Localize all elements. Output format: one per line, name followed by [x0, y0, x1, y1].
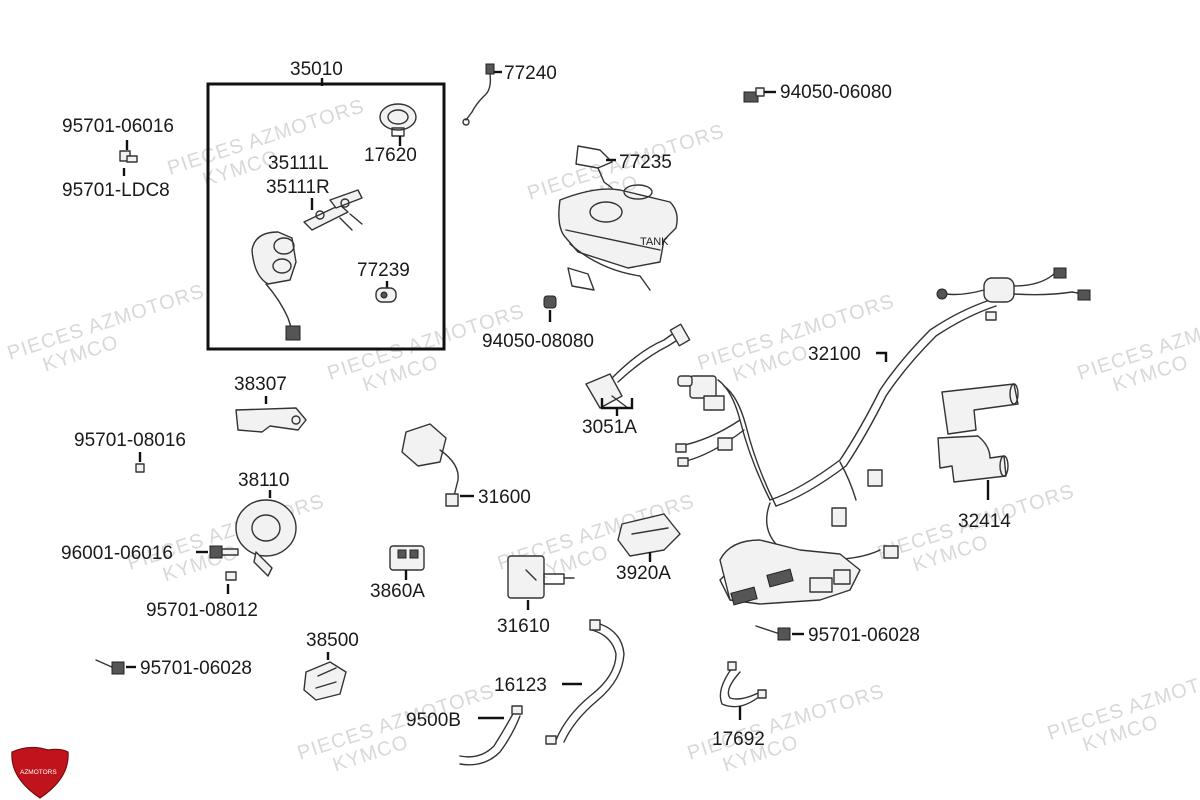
part-94050-06080-bolt[interactable] — [743, 87, 765, 103]
part-label-95701-08016[interactable]: 95701-08016 — [74, 430, 186, 451]
part-95701-06028-bolt-left[interactable] — [95, 659, 125, 675]
part-32100-wire-harness[interactable] — [675, 267, 1091, 606]
part-label-3920A[interactable]: 3920A — [616, 563, 671, 584]
part-3051A-coil[interactable] — [585, 323, 691, 409]
part-fuel-tank[interactable] — [558, 145, 678, 291]
part-35111-keys[interactable] — [303, 189, 363, 231]
part-label-95701-LDC8[interactable]: 95701-LDC8 — [62, 180, 170, 201]
part-31600-regulator[interactable] — [401, 423, 459, 507]
part-17620-cover[interactable] — [379, 103, 417, 137]
part-label-38500[interactable]: 38500 — [306, 630, 359, 651]
part-32414-rubber-boot[interactable] — [937, 383, 1019, 483]
part-label-35111R[interactable]: 35111R — [266, 177, 330, 198]
part-3920A-cdi[interactable] — [617, 513, 681, 557]
logo-text: AZMOTORS — [20, 769, 57, 776]
part-16123-hose[interactable] — [545, 619, 625, 745]
part-label-16123[interactable]: 16123 — [494, 675, 547, 696]
part-31610-box[interactable] — [507, 555, 575, 599]
part-label-38307[interactable]: 38307 — [234, 374, 287, 395]
part-label-31610[interactable]: 31610 — [497, 616, 550, 637]
part-95701-08016-bolt[interactable] — [135, 463, 145, 473]
part-label-3051A[interactable]: 3051A — [582, 417, 637, 438]
part-label-32414[interactable]: 32414 — [958, 511, 1011, 532]
part-label-35010[interactable]: 35010 — [290, 59, 343, 80]
part-label-32100[interactable]: 32100 — [808, 344, 861, 365]
part-bolt-nut-small[interactable] — [119, 150, 138, 163]
part-38500-box[interactable] — [303, 661, 347, 701]
part-label-94050-08080[interactable]: 94050-08080 — [482, 331, 594, 352]
part-label-95701-06028-right[interactable]: 95701-06028 — [808, 625, 920, 646]
part-38307-bracket[interactable] — [235, 407, 307, 433]
part-77240-cable[interactable] — [462, 63, 495, 126]
part-ignition-switch[interactable] — [251, 231, 301, 341]
part-label-3860A[interactable]: 3860A — [370, 581, 425, 602]
part-label-77235[interactable]: 77235 — [619, 152, 672, 173]
part-label-96001-06016[interactable]: 96001-06016 — [61, 543, 173, 564]
part-96001-06016-bolt[interactable] — [209, 545, 239, 559]
part-label-95701-06028-left[interactable]: 95701-06028 — [140, 658, 252, 679]
part-label-9500B[interactable]: 9500B — [406, 710, 461, 731]
part-9500B-hose[interactable] — [459, 705, 523, 766]
part-label-77239[interactable]: 77239 — [357, 260, 410, 281]
part-38110-horn[interactable] — [235, 499, 297, 577]
part-label-31600[interactable]: 31600 — [478, 487, 531, 508]
part-label-95701-06016-top[interactable]: 95701-06016 — [62, 116, 174, 137]
part-label-38110[interactable]: 38110 — [238, 470, 289, 491]
part-17692-hose[interactable] — [719, 661, 767, 708]
part-label-77240[interactable]: 77240 — [504, 63, 557, 84]
leader-line — [876, 351, 888, 362]
part-label-17692[interactable]: 17692 — [712, 729, 765, 750]
part-3860A-relay[interactable] — [389, 545, 425, 571]
part-label-17620[interactable]: 17620 — [364, 145, 417, 166]
part-95701-08012-nut[interactable] — [225, 571, 237, 581]
part-label-94050-06080[interactable]: 94050-06080 — [780, 82, 892, 103]
ignition-switch-set-box — [206, 82, 446, 351]
leader-bracket — [600, 398, 634, 416]
part-95701-06028-bolt-right[interactable] — [755, 625, 791, 641]
azmotors-logo: AZMOTORS — [11, 746, 69, 799]
part-77239-lock[interactable] — [375, 287, 397, 303]
part-94050-08080-nut[interactable] — [543, 295, 557, 309]
tank-label: TANK — [640, 236, 669, 248]
part-label-95701-08012[interactable]: 95701-08012 — [146, 600, 258, 621]
part-label-35111L[interactable]: 35111L — [268, 153, 329, 174]
